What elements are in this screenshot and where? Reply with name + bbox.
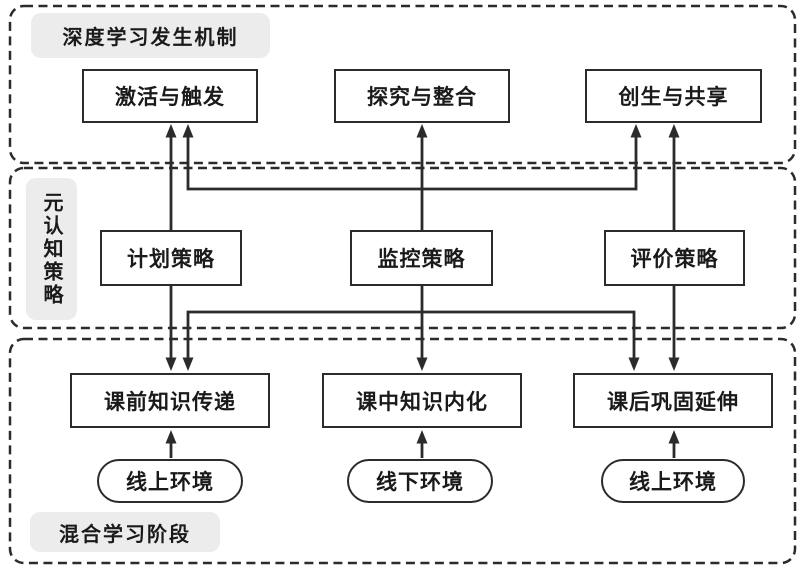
arrowhead-up-activation-1 xyxy=(165,124,177,138)
pill-online-environment-1: 线上环境 xyxy=(97,459,243,503)
arrowhead-up-inclass-env xyxy=(416,430,428,444)
arrowhead-down-postclass-2 xyxy=(668,357,680,371)
box-creation-sharing: 创生与共享 xyxy=(585,69,762,123)
arrowhead-up-preclass-env xyxy=(165,430,177,444)
blended-section-label: 混合学习阶段 xyxy=(30,512,220,552)
box-monitoring-strategy: 监控策略 xyxy=(350,230,493,286)
arrowhead-up-creation-1 xyxy=(630,124,642,138)
box-evaluation-strategy: 评价策略 xyxy=(604,230,745,286)
arrowhead-up-creation-2 xyxy=(668,124,680,138)
metacognition-section-label: 元认知策略 xyxy=(26,178,77,320)
box-inclass-knowledge-internalization: 课中知识内化 xyxy=(322,373,522,428)
arrowhead-up-postclass-env xyxy=(668,430,680,444)
mechanism-section-label: 深度学习发生机制 xyxy=(31,13,270,58)
connector-upper-bus xyxy=(186,136,638,191)
box-postclass-consolidation-extension: 课后巩固延伸 xyxy=(573,373,773,428)
section-metacognition-panel xyxy=(8,166,797,330)
arrowhead-down-inclass xyxy=(416,357,428,371)
section-mechanism-panel xyxy=(8,4,797,165)
box-planning-strategy: 计划策略 xyxy=(100,230,242,286)
box-activation-triggering: 激活与触发 xyxy=(82,69,258,123)
arrowhead-down-preclass-2 xyxy=(182,357,194,371)
box-inquiry-integration: 探究与整合 xyxy=(334,69,510,123)
connector-lower-bus xyxy=(186,310,636,359)
section-blended-panel xyxy=(8,337,797,565)
arrowhead-up-inquiry xyxy=(416,124,428,138)
arrowhead-down-preclass-1 xyxy=(165,357,177,371)
box-preclass-knowledge-transfer: 课前知识传递 xyxy=(70,373,270,428)
arrowhead-down-postclass-1 xyxy=(628,357,640,371)
pill-offline-environment: 线下环境 xyxy=(347,459,493,503)
arrowhead-up-activation-2 xyxy=(182,124,194,138)
pill-online-environment-2: 线上环境 xyxy=(601,459,745,503)
